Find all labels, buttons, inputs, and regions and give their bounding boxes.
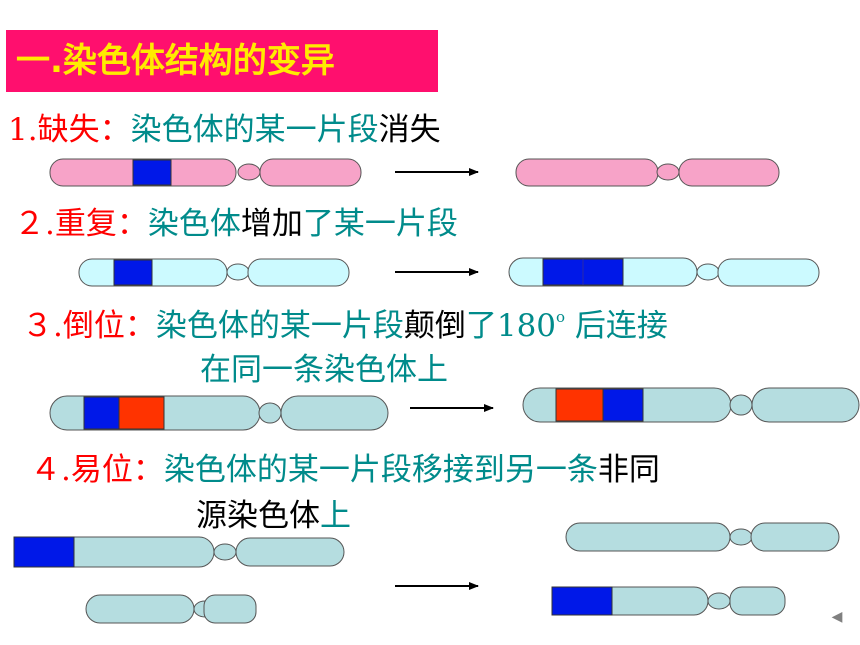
item-desc: 染色体 xyxy=(147,206,241,242)
item-desc-tail: 上 xyxy=(320,498,351,534)
item-desc-emphasis: 颠倒 xyxy=(403,308,466,344)
item-desc-emphasis: 消失 xyxy=(378,112,441,148)
item-desc-tail: 了180 xyxy=(465,308,557,344)
chromosome-result-translocation-b xyxy=(551,586,786,616)
item-desc-emphasis: 非同 xyxy=(597,452,660,488)
item-translocation: ４.易位：染色体的某一片段移接到另一条非同 xyxy=(30,444,660,489)
item-desc-emphasis: 增加 xyxy=(240,206,303,242)
item-number: 1. xyxy=(8,112,38,148)
item-name: 倒位： xyxy=(62,308,156,344)
page-title: 一.染色体结构的变异 xyxy=(6,30,438,92)
item-number: ３. xyxy=(22,308,63,344)
chromosome-original-translocation-b xyxy=(85,594,257,624)
triangle-left-icon[interactable]: ◀ xyxy=(831,609,843,625)
item-inversion-line2: 在同一条染色体上 xyxy=(200,352,448,388)
item-desc-tail2: 后连接 xyxy=(565,308,668,344)
item-translocation-line2: 源染色体上 xyxy=(196,490,351,535)
chromosome-original-duplication xyxy=(78,258,350,287)
item-name: 缺失： xyxy=(37,112,131,148)
chromosome-result-deletion xyxy=(515,158,780,187)
chromosome-original-deletion xyxy=(49,158,362,187)
item-desc-emphasis: 源染色体 xyxy=(196,498,320,534)
item-desc: 染色体的某一片段 xyxy=(130,112,379,148)
item-name: 易位： xyxy=(70,452,164,488)
item-desc: 染色体的某一片段 xyxy=(155,308,404,344)
chromosome-result-duplication xyxy=(508,257,820,287)
degree-superscript: o xyxy=(556,308,566,326)
item-desc: 染色体的某一片段移接到另一条 xyxy=(163,452,598,488)
item-number: ２. xyxy=(14,206,55,242)
chromosome-result-translocation-a xyxy=(565,522,840,552)
item-number: ４. xyxy=(30,452,71,488)
item-desc-tail: 了某一片段 xyxy=(302,206,458,242)
item-inversion: ３.倒位：染色体的某一片段颠倒了180o 后连接 xyxy=(22,300,668,345)
item-name: 重复： xyxy=(54,206,148,242)
item-deletion: 1.缺失：染色体的某一片段消失 xyxy=(8,104,441,149)
chromosome-result-inversion xyxy=(522,387,860,423)
item-duplication: ２.重复：染色体增加了某一片段 xyxy=(14,198,458,243)
chromosome-original-translocation-a xyxy=(13,536,345,568)
chromosome-original-inversion xyxy=(49,395,389,431)
